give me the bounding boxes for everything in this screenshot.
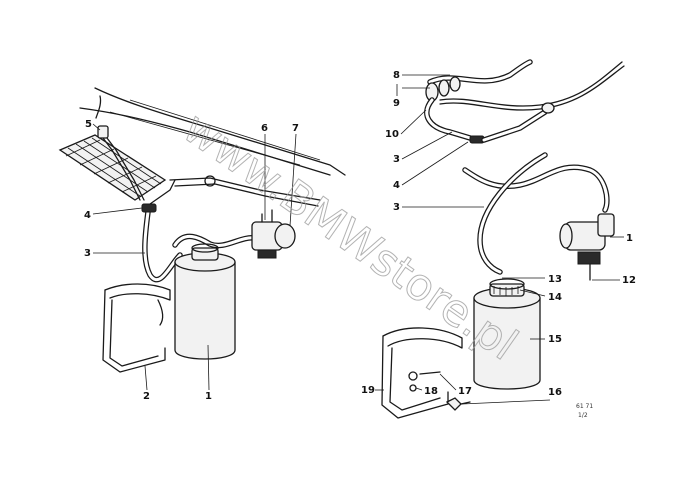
washer-reservoir (473, 278, 541, 390)
washer-reservoir (174, 243, 236, 360)
callout-13: 13 (502, 274, 562, 285)
callout-label: 12 (622, 275, 636, 286)
left-assembly: 5 6 7 4 3 2 1 (58, 87, 346, 402)
figure-code-line-2: 1/2 (578, 412, 588, 419)
callout-label: 19 (361, 385, 375, 396)
tank-bracket (381, 327, 463, 419)
callout-12: 12 (592, 275, 636, 286)
callout-9: 9 (393, 84, 430, 109)
callout-label: 3 (393, 202, 400, 213)
callout-label: 10 (385, 129, 399, 140)
callout-label: 4 (393, 180, 400, 191)
callout-label: 3 (393, 154, 400, 165)
tank-bracket (102, 283, 171, 373)
callout-16: 16 (461, 387, 562, 405)
callout-label: 14 (548, 292, 562, 303)
callout-5: 5 (85, 119, 101, 131)
callout-6: 6 (261, 123, 268, 220)
callout-label: 13 (548, 274, 562, 285)
callout-label: 1 (205, 391, 212, 402)
callout-1-right: 1 (610, 233, 633, 244)
callout-15: 15 (530, 334, 562, 345)
callout-label: 5 (85, 119, 92, 130)
callout-2: 2 (143, 365, 150, 402)
callout-label: 8 (393, 70, 400, 81)
callout-label: 16 (548, 387, 562, 398)
callout-3-top: 3 (393, 131, 453, 165)
figure-code-line-1: 61 71 (576, 403, 593, 410)
callout-1: 1 (205, 344, 212, 402)
callout-8: 8 (393, 70, 450, 81)
callout-label: 2 (143, 391, 150, 402)
right-assembly: 8 9 10 3 4 3 1 13 (361, 59, 636, 419)
callout-19: 19 (361, 385, 384, 396)
callout-label: 15 (548, 334, 562, 345)
callout-3-main: 3 (393, 202, 484, 213)
washer-nozzle (97, 125, 145, 201)
callout-label: 18 (424, 386, 438, 397)
callout-18: 18 (415, 386, 438, 397)
callout-label: 3 (84, 248, 91, 259)
grille-panel (58, 134, 167, 201)
callout-3: 3 (84, 248, 145, 259)
callout-label: 7 (292, 123, 299, 134)
bolt-icon (445, 397, 471, 411)
washer-pump (559, 213, 615, 281)
washer-icon (409, 384, 417, 392)
callout-label: 4 (84, 210, 91, 221)
callout-label: 17 (458, 386, 472, 397)
grommet-set (425, 76, 461, 102)
washer-pump (251, 209, 296, 259)
screw-icon (419, 371, 441, 375)
callout-label: 1 (626, 233, 633, 244)
hose-connector-icon (141, 203, 157, 213)
callout-14: 14 (519, 289, 562, 303)
callout-17: 17 (439, 373, 472, 397)
callout-4: 4 (84, 207, 143, 221)
callout-7: 7 (289, 123, 299, 227)
callout-4-right: 4 (393, 141, 469, 191)
callout-label: 9 (393, 98, 400, 109)
callout-10: 10 (385, 109, 427, 140)
callout-label: 6 (261, 123, 268, 134)
